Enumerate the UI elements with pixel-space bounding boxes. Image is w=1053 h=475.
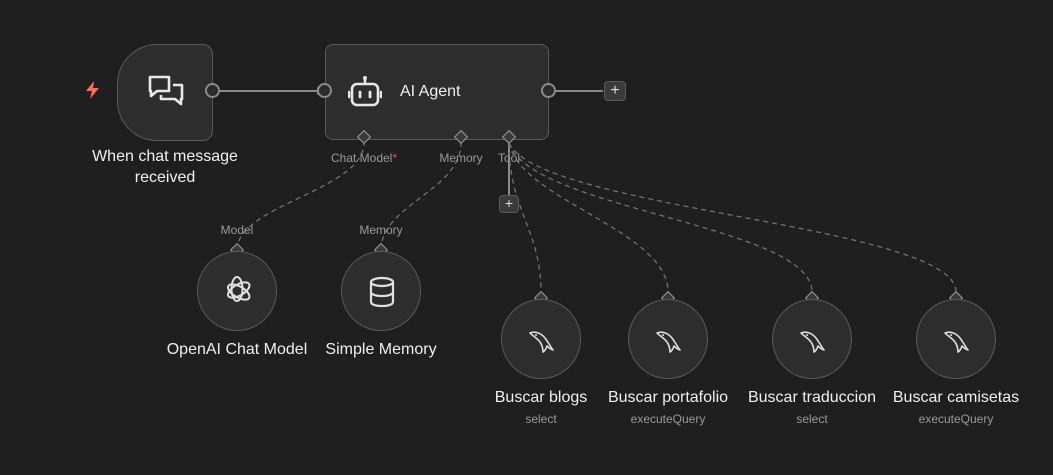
memory-port-label: Memory <box>439 151 483 165</box>
openai-chat-model-label: OpenAI Chat Model <box>166 341 308 358</box>
lightning-bolt-icon <box>86 81 99 99</box>
tool-label-buscar-blogs: Buscar blogs <box>494 389 588 406</box>
edge-model-to-agent[interactable] <box>236 142 365 251</box>
tool-node-buscar-portafolio[interactable] <box>628 299 708 379</box>
tool-label-buscar-traduccion: Buscar traduccion <box>747 389 877 406</box>
add-tool-button[interactable]: + <box>499 195 519 213</box>
required-marker: * <box>392 151 398 165</box>
chat-bubbles-icon <box>148 75 184 106</box>
agent-output-handle[interactable] <box>541 83 556 98</box>
agent-input-handle[interactable] <box>317 83 332 98</box>
mysql-dolphin-icon <box>944 331 969 353</box>
ai-agent-title: AI Agent <box>400 83 461 100</box>
tool-node-buscar-camisetas[interactable] <box>916 299 996 379</box>
tool-operation-buscar-portafolio: executeQuery <box>630 412 706 426</box>
simple-memory-label: Simple Memory <box>325 341 437 358</box>
tool-operation-buscar-traduccion: select <box>796 412 828 426</box>
chat-model-port-label: Chat Model* <box>330 151 398 165</box>
mysql-dolphin-icon <box>800 331 825 353</box>
model-port-label: Model <box>220 223 254 237</box>
simple-memory-node[interactable] <box>341 251 421 331</box>
mysql-dolphin-icon <box>529 331 554 353</box>
trigger-label-line2: received <box>134 169 196 186</box>
database-icon <box>369 276 395 308</box>
robot-icon <box>348 76 382 107</box>
trigger-node[interactable] <box>117 44 213 141</box>
tool-node-buscar-traduccion[interactable] <box>772 299 852 379</box>
tool-port-label: Tool <box>497 151 521 165</box>
edge-tool-2[interactable] <box>508 142 669 293</box>
edge-tool-3[interactable] <box>508 142 813 293</box>
edge-tool-4[interactable] <box>508 142 957 293</box>
openai-chat-model-node[interactable] <box>197 251 277 331</box>
tool-operation-buscar-blogs: select <box>525 412 557 426</box>
memory-sub-port-label: Memory <box>359 223 403 237</box>
tool-label-buscar-portafolio: Buscar portafolio <box>607 389 729 406</box>
trigger-label-line1: When chat message <box>92 148 238 165</box>
add-output-node-button[interactable]: + <box>604 81 626 101</box>
ai-agent-node[interactable] <box>325 44 549 140</box>
openai-icon <box>226 276 251 302</box>
edge-tool-1[interactable] <box>508 142 542 293</box>
tool-label-buscar-camisetas: Buscar camisetas <box>892 389 1020 406</box>
trigger-output-handle[interactable] <box>205 83 220 98</box>
tool-node-buscar-blogs[interactable] <box>501 299 581 379</box>
tool-operation-buscar-camisetas: executeQuery <box>918 412 994 426</box>
mysql-dolphin-icon <box>656 331 681 353</box>
